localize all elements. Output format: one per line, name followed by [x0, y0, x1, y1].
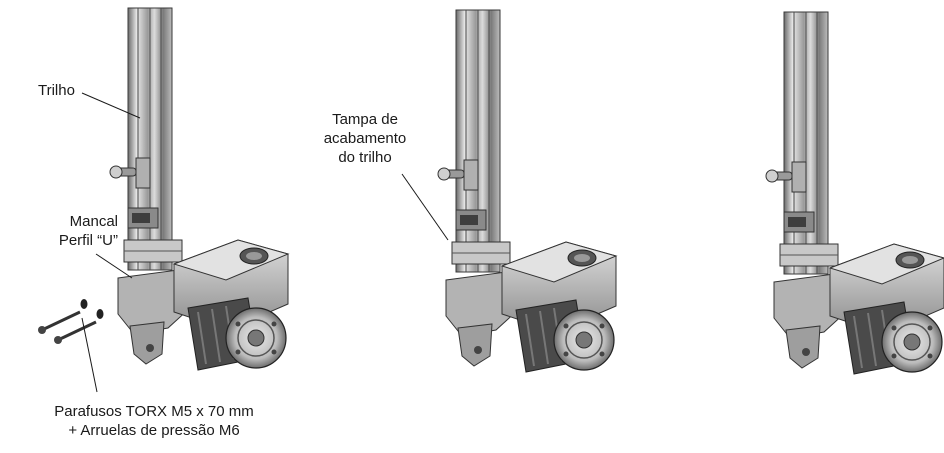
label-tampa-acabamento: Tampa de acabamento do trilho: [323, 111, 407, 166]
leader-mancal: [95, 253, 133, 279]
motor-unit-3: [765, 11, 944, 375]
leader-lines: [81, 92, 449, 393]
label-parafusos-arruelas: Parafusos TORX M5 x 70 mm + Arruelas de …: [54, 403, 254, 439]
motor-unit-1: [109, 7, 289, 371]
label-mancal-perfil-u: Mancal Perfil “U”: [58, 213, 118, 249]
label-trilho: Trilho: [38, 82, 75, 99]
screws-icon: [38, 310, 97, 344]
leader-trilho: [81, 92, 141, 119]
motor-unit-2: [437, 9, 617, 373]
leader-parafusos: [81, 317, 98, 393]
washers-icon: [80, 299, 104, 319]
leader-tampa: [401, 173, 449, 241]
